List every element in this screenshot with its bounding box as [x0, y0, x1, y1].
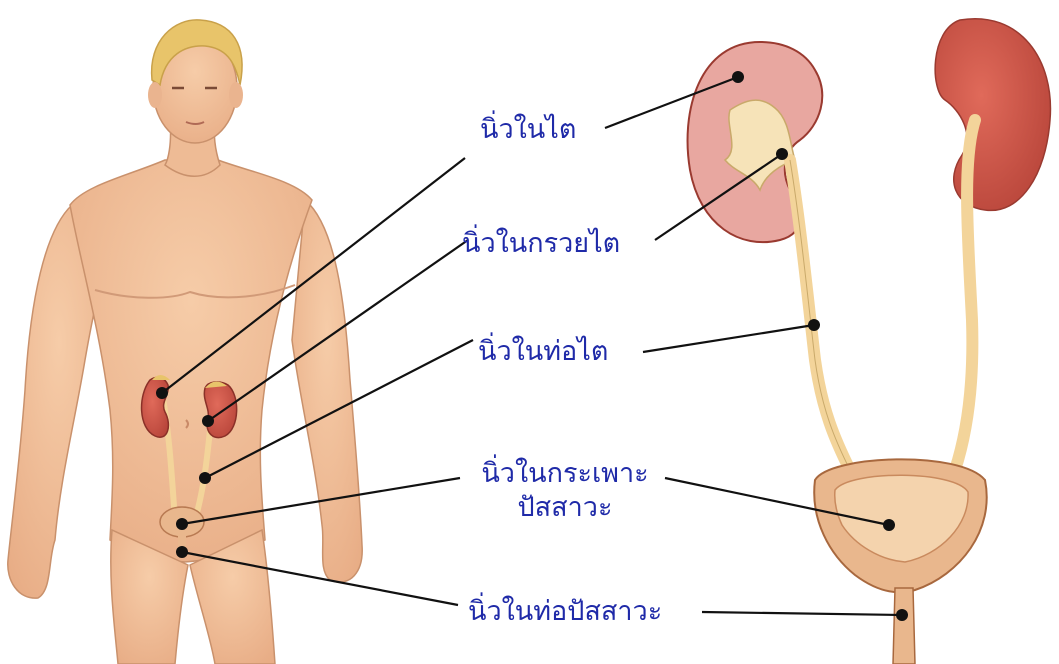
stone-dot-bladder-detail — [883, 519, 895, 531]
kidney-whole — [935, 19, 1050, 211]
human-figure — [8, 20, 362, 664]
ureter-left — [790, 160, 850, 470]
label-urethra-stone: นิ่วในท่อปัสสาวะ — [468, 594, 662, 628]
stone-dot-pelvis-detail — [776, 148, 788, 160]
leader-urethra-detail — [702, 612, 902, 615]
label-bladder-stone-line1: นิ่วในกระเพาะ — [470, 456, 660, 490]
ear-right — [229, 82, 243, 108]
label-kidney-stone: นิ่วในไต — [480, 112, 576, 146]
torso — [70, 160, 312, 562]
urethra — [893, 588, 915, 664]
urinary-system-detail — [688, 19, 1051, 664]
stone-dot-kidney-detail — [732, 71, 744, 83]
stone-dot-ureter-detail — [808, 319, 820, 331]
right-arm — [292, 200, 362, 582]
ear-left — [148, 82, 162, 108]
leader-ureter-detail — [643, 325, 814, 352]
label-bladder-stone-line2: ปัสสาวะ — [470, 490, 660, 524]
stone-dot-urethra-figure — [176, 546, 188, 558]
stone-dot-pelvis-figure — [202, 415, 214, 427]
stone-dot-ureter-figure — [199, 472, 211, 484]
figure-kidney-right — [204, 382, 236, 438]
figure-kidney-left — [142, 377, 169, 437]
stone-dot-urethra-detail — [896, 609, 908, 621]
label-ureter-stone: นิ่วในท่อไต — [478, 334, 608, 368]
stone-dot-kidney-figure — [156, 387, 168, 399]
stone-dot-bladder-figure — [176, 518, 188, 530]
label-renal-pelvis-stone: นิ่วในกรวยไต — [462, 226, 620, 260]
label-bladder-stone: นิ่วในกระเพาะ ปัสสาวะ — [470, 456, 660, 524]
